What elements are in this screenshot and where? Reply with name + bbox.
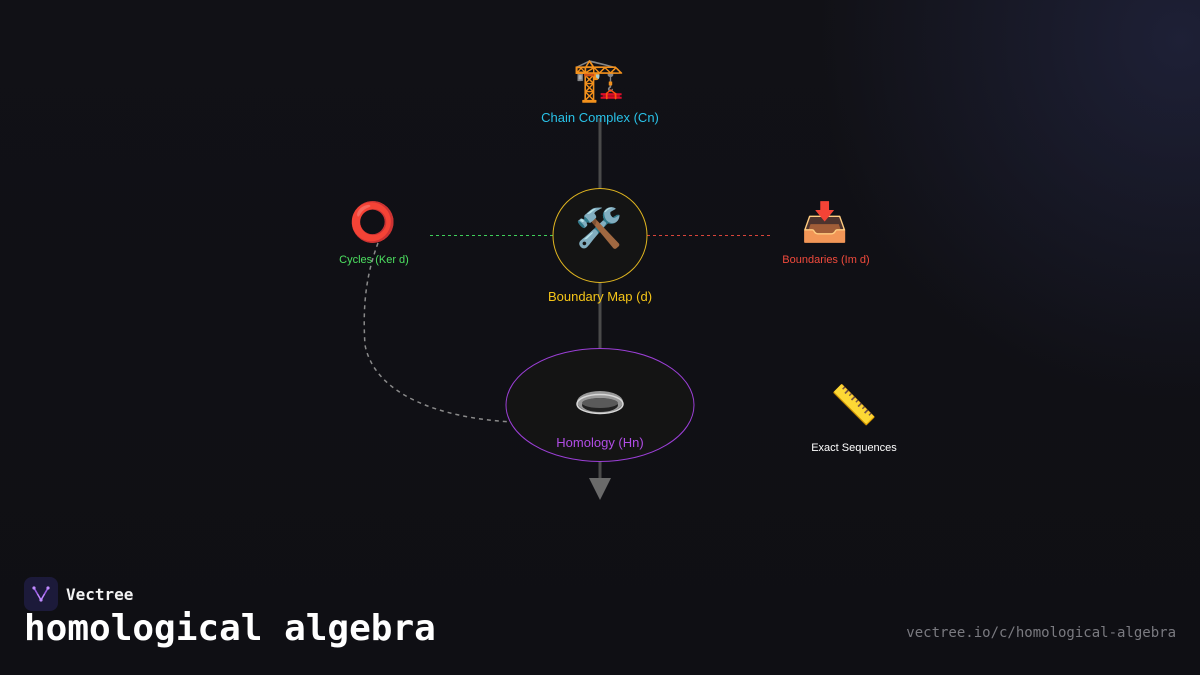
cycles-label: Cycles (Ker d)	[339, 254, 409, 266]
flow-arrowhead	[589, 478, 611, 500]
boundary-map-label: Boundary Map (d)	[547, 289, 653, 304]
boundary-map-node	[552, 188, 648, 283]
vectree-logo-icon	[24, 577, 58, 611]
brand-name: Vectree	[66, 584, 134, 604]
homology-label: Homology (Hn)	[556, 435, 644, 450]
inbox-tray-icon: 📥	[801, 200, 849, 244]
brand: Vectree	[24, 577, 133, 611]
hollow-red-circle-icon: ⭕	[349, 200, 397, 244]
boundaries-label: Boundaries (Im d)	[782, 254, 870, 266]
exact-sequences-label: Exact Sequences	[811, 442, 897, 454]
ruler-icon: 📏	[830, 383, 878, 427]
cycles-homology-connector	[363, 242, 513, 423]
page-url[interactable]: vectree.io/c/homological-algebra	[906, 625, 1176, 641]
hammer-wrench-icon: 🛠️	[575, 206, 623, 250]
chain-complex-label: Chain Complex (Cn)	[541, 110, 659, 125]
construction-crane-icon: 🏗️	[572, 55, 626, 104]
page-title: homological algebra	[24, 608, 436, 649]
torus-icon	[576, 391, 624, 415]
